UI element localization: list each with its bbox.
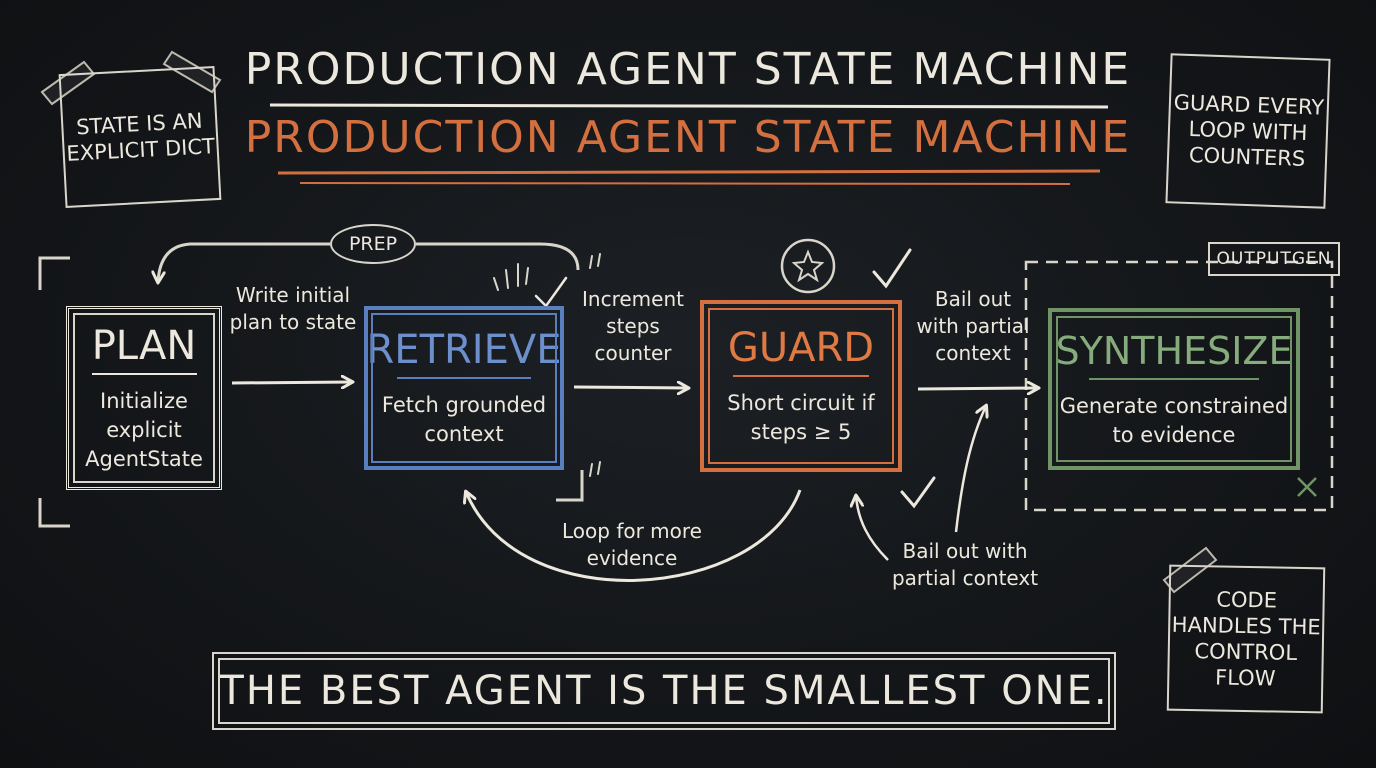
node-retrieve-desc: Fetch grounded context xyxy=(381,393,547,446)
arrow-plan-retrieve xyxy=(231,382,352,383)
note-code-control-flow: CODE HANDLES THE CONTROL FLOW xyxy=(1166,564,1326,714)
node-guard-desc: Short circuit if steps ≥ 5 xyxy=(727,391,875,444)
edge-label-plan-retrieve: Write initial plan to state xyxy=(229,283,357,334)
node-retrieve-rule xyxy=(396,377,532,379)
arrow-bail-back xyxy=(856,496,889,561)
note-state-explicit: STATE IS AN EXPLICIT DICT xyxy=(58,66,222,208)
group-label-outputgen: OUTPUTGEN xyxy=(1208,242,1340,276)
subtitle-underline xyxy=(277,169,1101,175)
chalk-ticks xyxy=(493,253,601,477)
outputgen-frame xyxy=(1024,260,1334,512)
node-synthesize-title: SYNTHESIZE xyxy=(1055,329,1293,373)
note-guard-loops: GUARD EVERY LOOP WITH COUNTERS xyxy=(1165,53,1331,209)
node-guard: GUARD Short circuit if steps ≥ 5 xyxy=(700,300,902,472)
check-icon-3 xyxy=(534,276,568,308)
node-retrieve: RETRIEVE Fetch grounded context xyxy=(364,306,564,470)
node-guard-title: GUARD xyxy=(727,325,875,371)
prep-return-arrow xyxy=(158,242,580,282)
subtitle-underline-2 xyxy=(299,182,1071,185)
star-icon xyxy=(791,249,825,283)
tape-left-1 xyxy=(40,60,96,106)
node-plan-rule xyxy=(91,372,197,375)
footer-banner: THE BEST AGENT IS THE SMALLEST ONE. xyxy=(212,652,1116,730)
check-icon xyxy=(872,248,912,289)
group-label-prep: PREP xyxy=(330,224,416,264)
node-plan: PLAN Initialize explicit AgentState xyxy=(66,306,222,490)
arrow-guard-loop xyxy=(466,489,802,582)
node-synthesize: SYNTHESIZE Generate constrained to evide… xyxy=(1048,308,1300,470)
close-icon xyxy=(1297,477,1317,497)
node-plan-desc: Initialize explicit AgentState xyxy=(85,388,203,471)
arrow-retrieve-guard xyxy=(573,387,688,388)
prep-bracket-bottom-right xyxy=(556,470,584,502)
node-retrieve-title: RETRIEVE xyxy=(366,327,562,373)
title-underline xyxy=(269,103,1109,109)
node-guard-rule xyxy=(733,375,869,377)
edge-label-retrieve-guard: Increment steps counter xyxy=(582,287,684,365)
page-subtitle: PRODUCTION AGENT STATE MACHINE xyxy=(244,112,1132,163)
tape-left-2 xyxy=(162,50,222,94)
tape-right-bottom xyxy=(1162,546,1218,594)
edge-label-guard-synthesize: Bail out with partial context xyxy=(916,287,1030,365)
edge-label-guard-bail: Bail out with partial context xyxy=(891,539,1039,590)
arrow-bail-up xyxy=(954,406,986,533)
node-plan-title: PLAN xyxy=(91,322,197,369)
check-icon-2 xyxy=(900,476,936,509)
prep-bracket-bottom-left xyxy=(38,498,70,528)
prep-bracket-top-left xyxy=(38,256,70,290)
page-title: PRODUCTION AGENT STATE MACHINE xyxy=(244,44,1132,95)
node-synthesize-desc: Generate constrained to evidence xyxy=(1059,394,1289,447)
edge-label-guard-loop: Loop for more evidence xyxy=(562,519,702,570)
node-synthesize-rule xyxy=(1088,378,1260,380)
arrow-guard-synthesize xyxy=(917,388,1038,389)
star-icon-circle xyxy=(780,238,836,294)
